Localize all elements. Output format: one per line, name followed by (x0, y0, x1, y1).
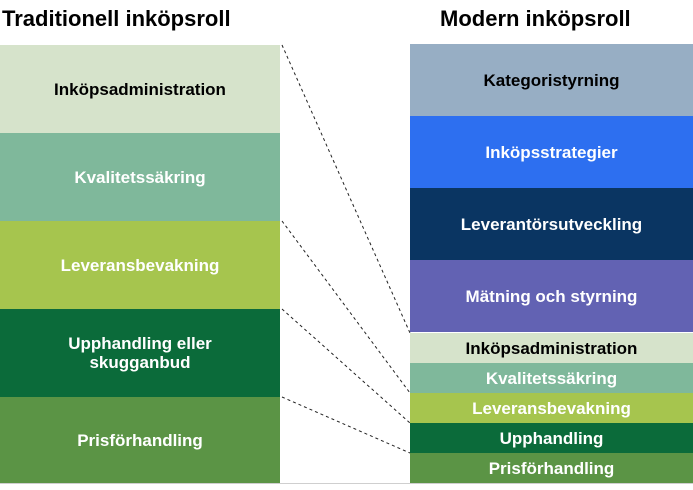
modern-block-inkopsadministration: Inköpsadministration (410, 333, 693, 363)
block-label: Prisförhandling (77, 430, 203, 450)
block-label: Inköpsstrategier (485, 142, 618, 162)
traditional-block-upphandling: Upphandling eller skugganbud (0, 309, 280, 397)
block-label: Kategoristyrning (483, 70, 620, 90)
baseline-divider (0, 483, 693, 484)
modern-block-inkopsstrategier: Inköpsstrategier (410, 116, 693, 188)
traditional-block-prisforhandling: Prisförhandling (0, 397, 280, 483)
block-label: Leveransbevakning (472, 398, 631, 418)
modern-block-matning-och-styrning: Mätning och styrning (410, 260, 693, 332)
block-label: Prisförhandling (488, 458, 615, 478)
traditional-block-kvalitetssakring: Kvalitetssäkring (0, 133, 280, 221)
block-label: Upphandling (499, 428, 604, 448)
connector-line-2 (281, 220, 411, 394)
block-label: Kvalitetssäkring (74, 167, 206, 187)
connector-line-3 (281, 308, 411, 424)
modern-block-leveransbevakning: Leveransbevakning (410, 393, 693, 423)
block-label: Leveransbevakning (60, 255, 220, 275)
block-label: Inköpsadministration (465, 338, 638, 358)
traditional-block-inkopsadministration: Inköpsadministration (0, 45, 280, 133)
traditional-role-heading: Traditionell inköpsroll (2, 6, 231, 31)
modern-block-leverantorsutveckling: Leverantörsutveckling (410, 188, 693, 260)
block-label: Leverantörsutveckling (460, 214, 643, 234)
modern-block-upphandling: Upphandling (410, 423, 693, 453)
modern-role-heading: Modern inköpsroll (440, 6, 631, 31)
connector-line-4 (281, 396, 411, 454)
block-label: Kvalitetssäkring (485, 368, 618, 388)
block-label: Upphandling eller skugganbud (68, 334, 212, 372)
modern-block-kategoristyrning: Kategoristyrning (410, 44, 693, 116)
modern-block-kvalitetssakring: Kvalitetssäkring (410, 363, 693, 393)
block-label: Inköpsadministration (54, 79, 226, 99)
connector-line-1 (281, 44, 411, 334)
block-label: Mätning och styrning (465, 286, 638, 306)
modern-block-prisforhandling: Prisförhandling (410, 453, 693, 483)
traditional-block-leveransbevakning: Leveransbevakning (0, 221, 280, 309)
